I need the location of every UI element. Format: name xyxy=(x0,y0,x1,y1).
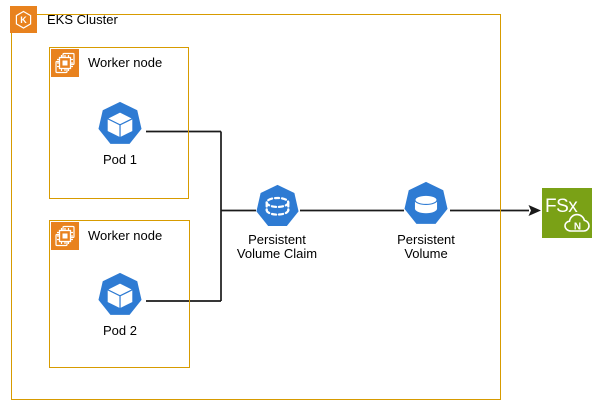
svg-text:K: K xyxy=(20,15,27,25)
cloud-icon xyxy=(564,213,590,232)
k8s-pv-icon xyxy=(403,181,449,232)
eks-icon: K xyxy=(10,6,37,38)
persistent-volume-label: Persistent Volume xyxy=(397,232,455,261)
eks-cluster-label: EKS Cluster xyxy=(47,12,118,27)
pod-1-label: Pod 1 xyxy=(103,152,137,167)
k8s-pod-icon xyxy=(97,272,143,323)
arrowhead-icon xyxy=(528,205,541,216)
k8s-pod-icon xyxy=(97,101,143,152)
worker-node-1-label: Worker node xyxy=(88,55,163,70)
compute-chip-icon xyxy=(51,222,79,255)
worker-node-2-label: Worker node xyxy=(88,228,163,243)
fsx-netapp-ontap-icon: FSx N xyxy=(542,188,592,243)
pod-2-label: Pod 2 xyxy=(103,323,137,338)
eks-cluster-box xyxy=(11,14,501,400)
persistent-volume-claim-label: Persistent Volume Claim xyxy=(236,232,318,261)
worker-node-1-box xyxy=(49,47,189,199)
fsx-label: FSx xyxy=(545,196,578,217)
compute-chip-icon xyxy=(51,49,79,82)
fsx-cloud-letter: N xyxy=(574,222,581,233)
k8s-pvc-icon xyxy=(255,184,300,234)
worker-node-2-box xyxy=(49,220,190,368)
